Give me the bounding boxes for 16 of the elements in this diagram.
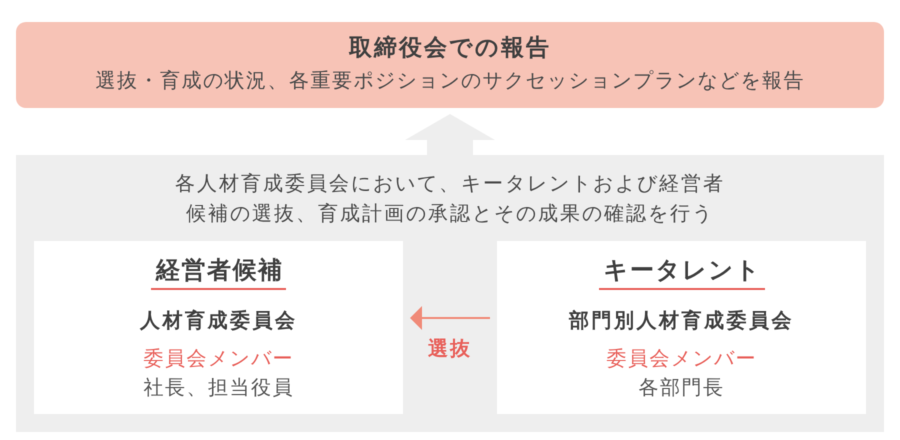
member-list: 各部門長	[638, 374, 724, 400]
edge-label: 選抜	[425, 335, 473, 361]
card-heading: 経営者候補	[150, 255, 286, 290]
committee-name: 部門別人材育成委員会	[569, 307, 794, 333]
banner-title: 取締役会での報告	[349, 34, 551, 63]
member-label: 委員会メンバー	[606, 345, 757, 371]
panel-description: 各人材育成委員会において、キータレントおよび経営者候補の選抜、育成計画の承認とその成果の確認を行う	[174, 170, 726, 227]
group-card	[34, 241, 403, 414]
member-label: 委員会メンバー	[143, 345, 294, 371]
report-box	[16, 22, 884, 108]
committee-name: 人材育成委員会	[140, 307, 298, 333]
member-list: 社長、担当役員	[143, 374, 294, 400]
banner-description: 選抜・育成の状況、各重要ポジションのサクセッションプランなどを報告	[95, 67, 805, 94]
committee-panel	[16, 155, 884, 432]
card-heading: キータレント	[598, 255, 764, 290]
group-card	[497, 241, 866, 414]
